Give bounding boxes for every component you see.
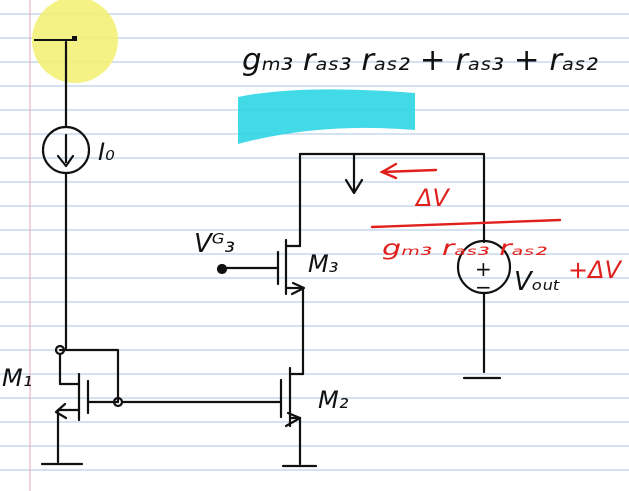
m3-label: M₃ <box>308 250 338 278</box>
vout-label: Vₒᵤₜ <box>514 267 561 297</box>
source-polarity: +− <box>475 257 492 299</box>
red-denominator: gₘ₃ rₐₛ₃ rₐₛ₂ <box>382 236 548 260</box>
highlight-band <box>238 89 415 144</box>
fraction-bar <box>370 218 562 229</box>
black-circuit <box>40 40 512 468</box>
vg3-label: Vᴳ₃ <box>194 229 235 259</box>
red-numerator: ΔV <box>414 184 450 212</box>
m2-label: M₂ <box>318 386 349 414</box>
left-arrow-icon <box>379 162 398 180</box>
current-source-label: I₀ <box>98 138 115 166</box>
pen-cursor-icon <box>32 0 118 83</box>
m1-label: M₁ <box>2 364 32 392</box>
top-expression: gₘ₃ rₐₛ₃ rₐₛ₂ + rₐₛ₃ + rₐₛ₂ <box>242 43 598 78</box>
red-annotation <box>370 162 562 229</box>
vout-delta-label: +ΔV <box>568 256 623 284</box>
